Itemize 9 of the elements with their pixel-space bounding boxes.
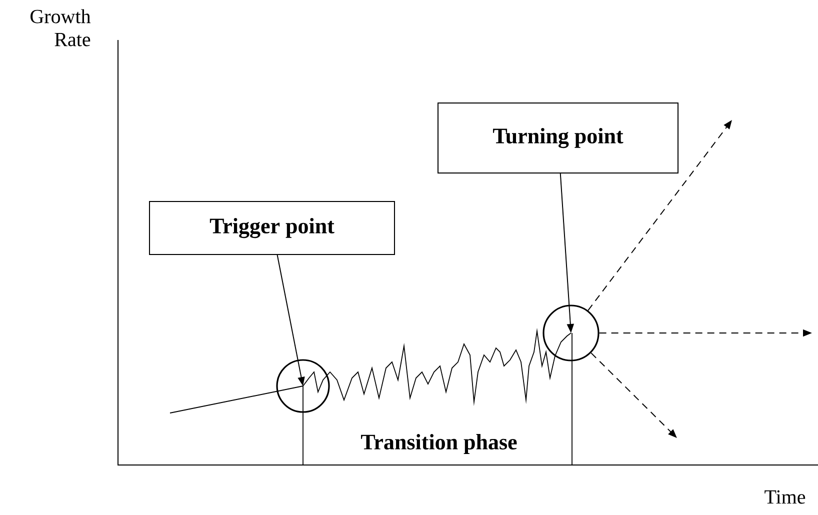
axis-label: Growth Rate bbox=[30, 9, 91, 46]
label-box: Trigger point bbox=[149, 201, 395, 255]
line bbox=[170, 386, 304, 414]
phase-label: Transition phase bbox=[361, 434, 517, 454]
circle-marker bbox=[276, 359, 330, 413]
label-box: Turning point bbox=[438, 102, 678, 174]
dashed-arrow bbox=[590, 352, 677, 438]
axis-label: Time bbox=[764, 490, 806, 504]
circle-marker bbox=[542, 304, 600, 362]
